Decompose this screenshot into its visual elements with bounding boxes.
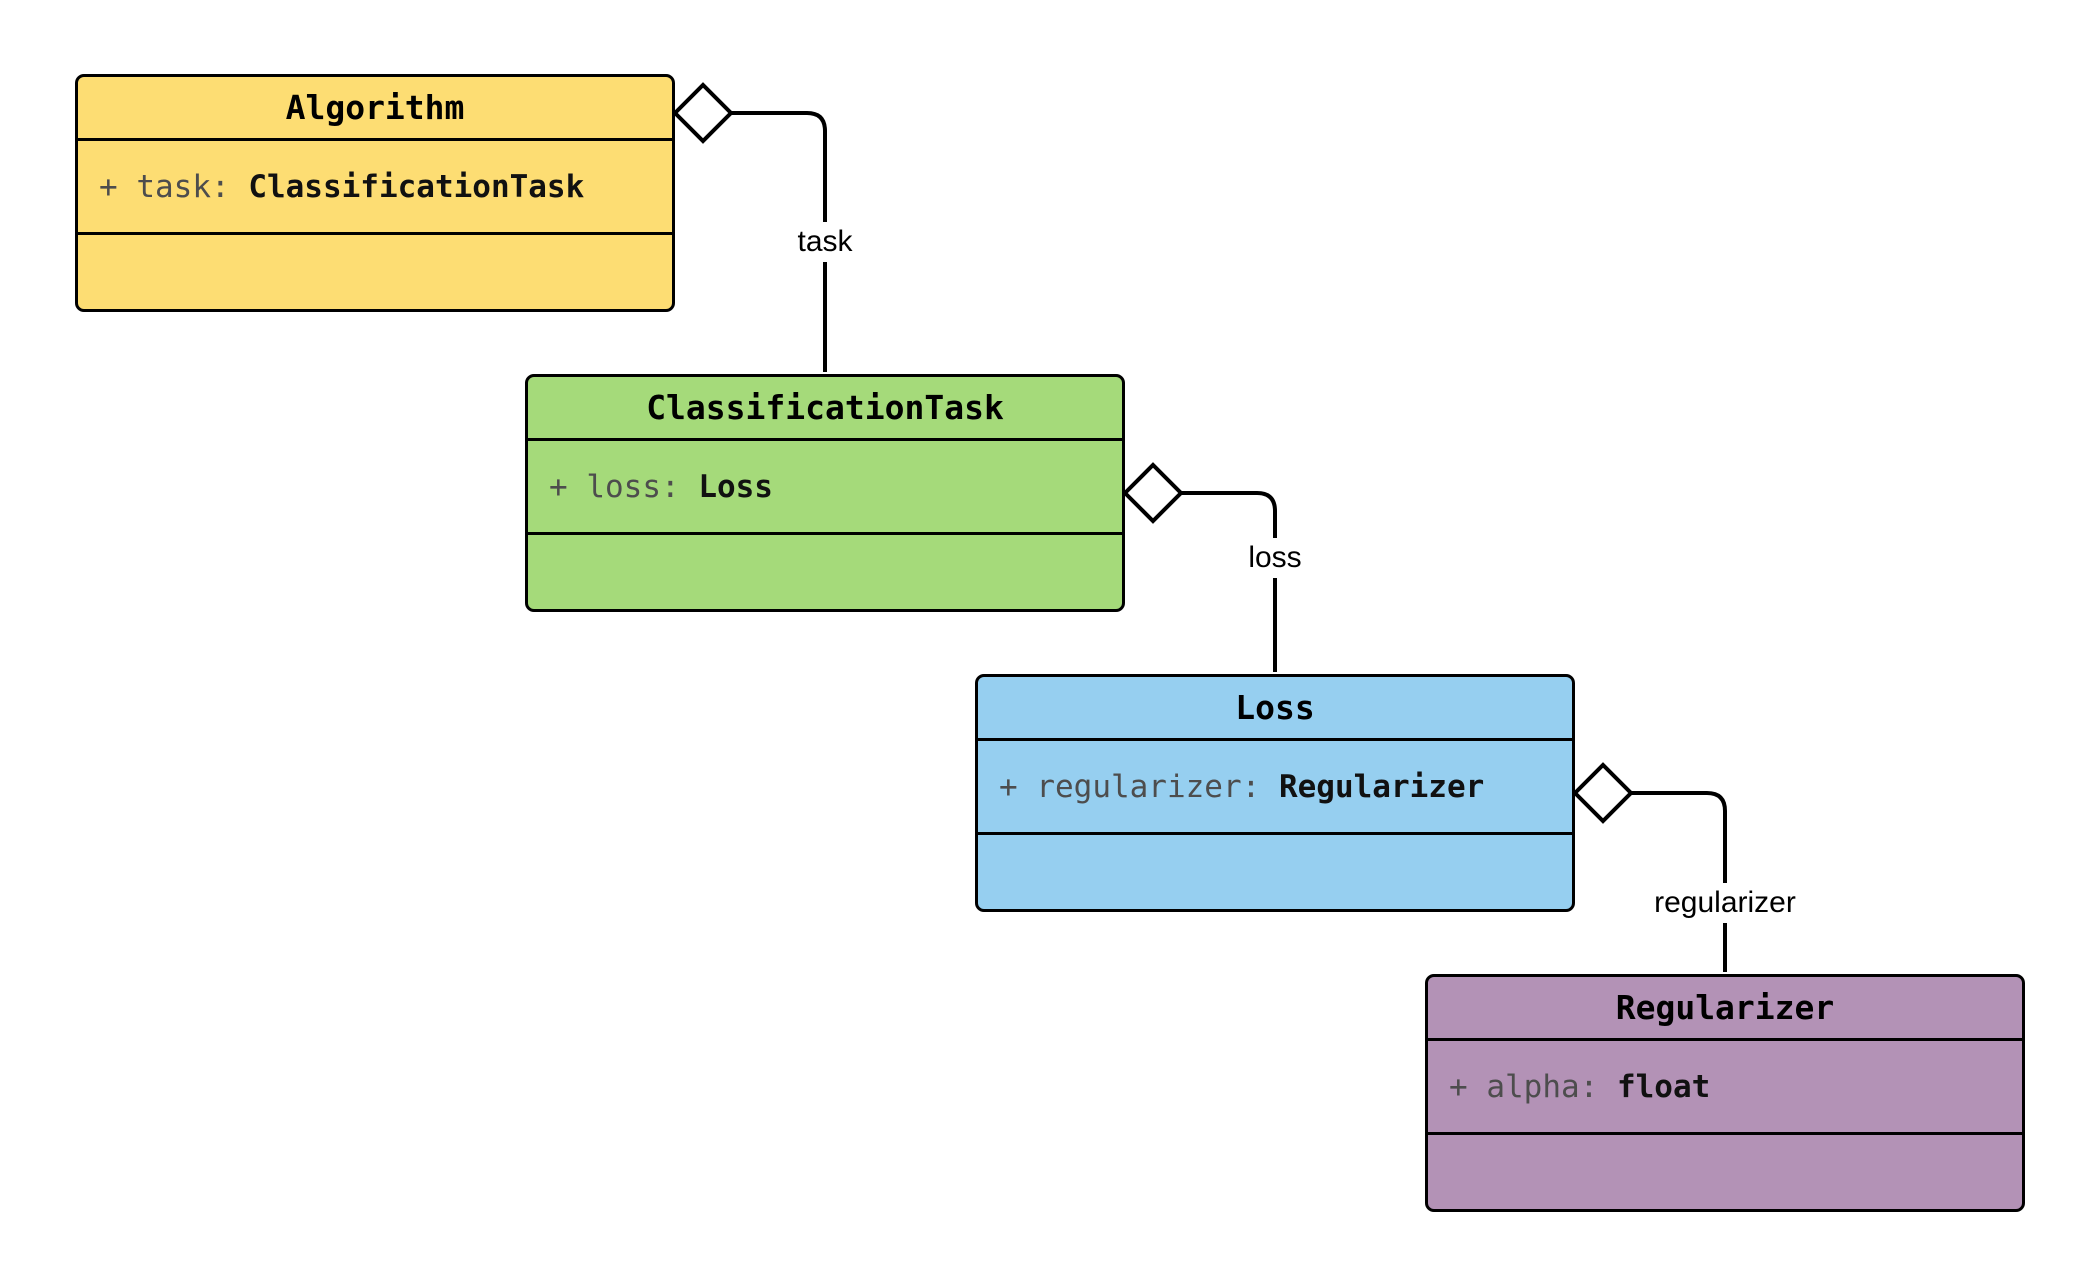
attribute-signature: + task:: [99, 168, 249, 205]
aggregation-diamond-icon: [672, 82, 734, 144]
relation-line-regularizer: [1631, 791, 1727, 972]
attribute-signature: + regularizer:: [999, 768, 1279, 805]
relation-label-task: task: [787, 222, 863, 262]
class-box-algorithm: Algorithm + task: ClassificationTask: [75, 74, 675, 312]
class-title: ClassificationTask: [646, 388, 1004, 427]
relation-label-loss: loss: [1238, 538, 1312, 578]
attribute-type: Regularizer: [1278, 768, 1485, 805]
class-title: Loss: [1235, 688, 1315, 727]
attribute-signature: + alpha:: [1449, 1068, 1617, 1105]
class-attribute: + loss: Loss: [528, 438, 1122, 532]
aggregation-diamond-icon: [1572, 762, 1634, 824]
class-box-classificationtask: ClassificationTask + loss: Loss: [525, 374, 1125, 612]
empty-compartment: [78, 232, 672, 309]
relation-line-loss: [1181, 491, 1277, 672]
attribute-signature: + loss:: [549, 468, 699, 505]
aggregation-diamond-icon: [1122, 462, 1184, 524]
class-box-loss: Loss + regularizer: Regularizer: [975, 674, 1575, 912]
attribute-type: Loss: [698, 468, 773, 505]
empty-compartment: [978, 832, 1572, 909]
empty-compartment: [1428, 1132, 2022, 1209]
class-attribute: + task: ClassificationTask: [78, 138, 672, 232]
relation-label-regularizer: regularizer: [1644, 883, 1806, 923]
attribute-type: ClassificationTask: [248, 168, 585, 205]
class-attribute: + regularizer: Regularizer: [978, 738, 1572, 832]
relation-line-task: [731, 111, 827, 372]
class-title: Algorithm: [285, 88, 465, 127]
attribute-type: float: [1616, 1068, 1711, 1105]
class-title: Regularizer: [1615, 988, 1835, 1027]
class-attribute: + alpha: float: [1428, 1038, 2022, 1132]
empty-compartment: [528, 532, 1122, 609]
class-box-regularizer: Regularizer + alpha: float: [1425, 974, 2025, 1212]
